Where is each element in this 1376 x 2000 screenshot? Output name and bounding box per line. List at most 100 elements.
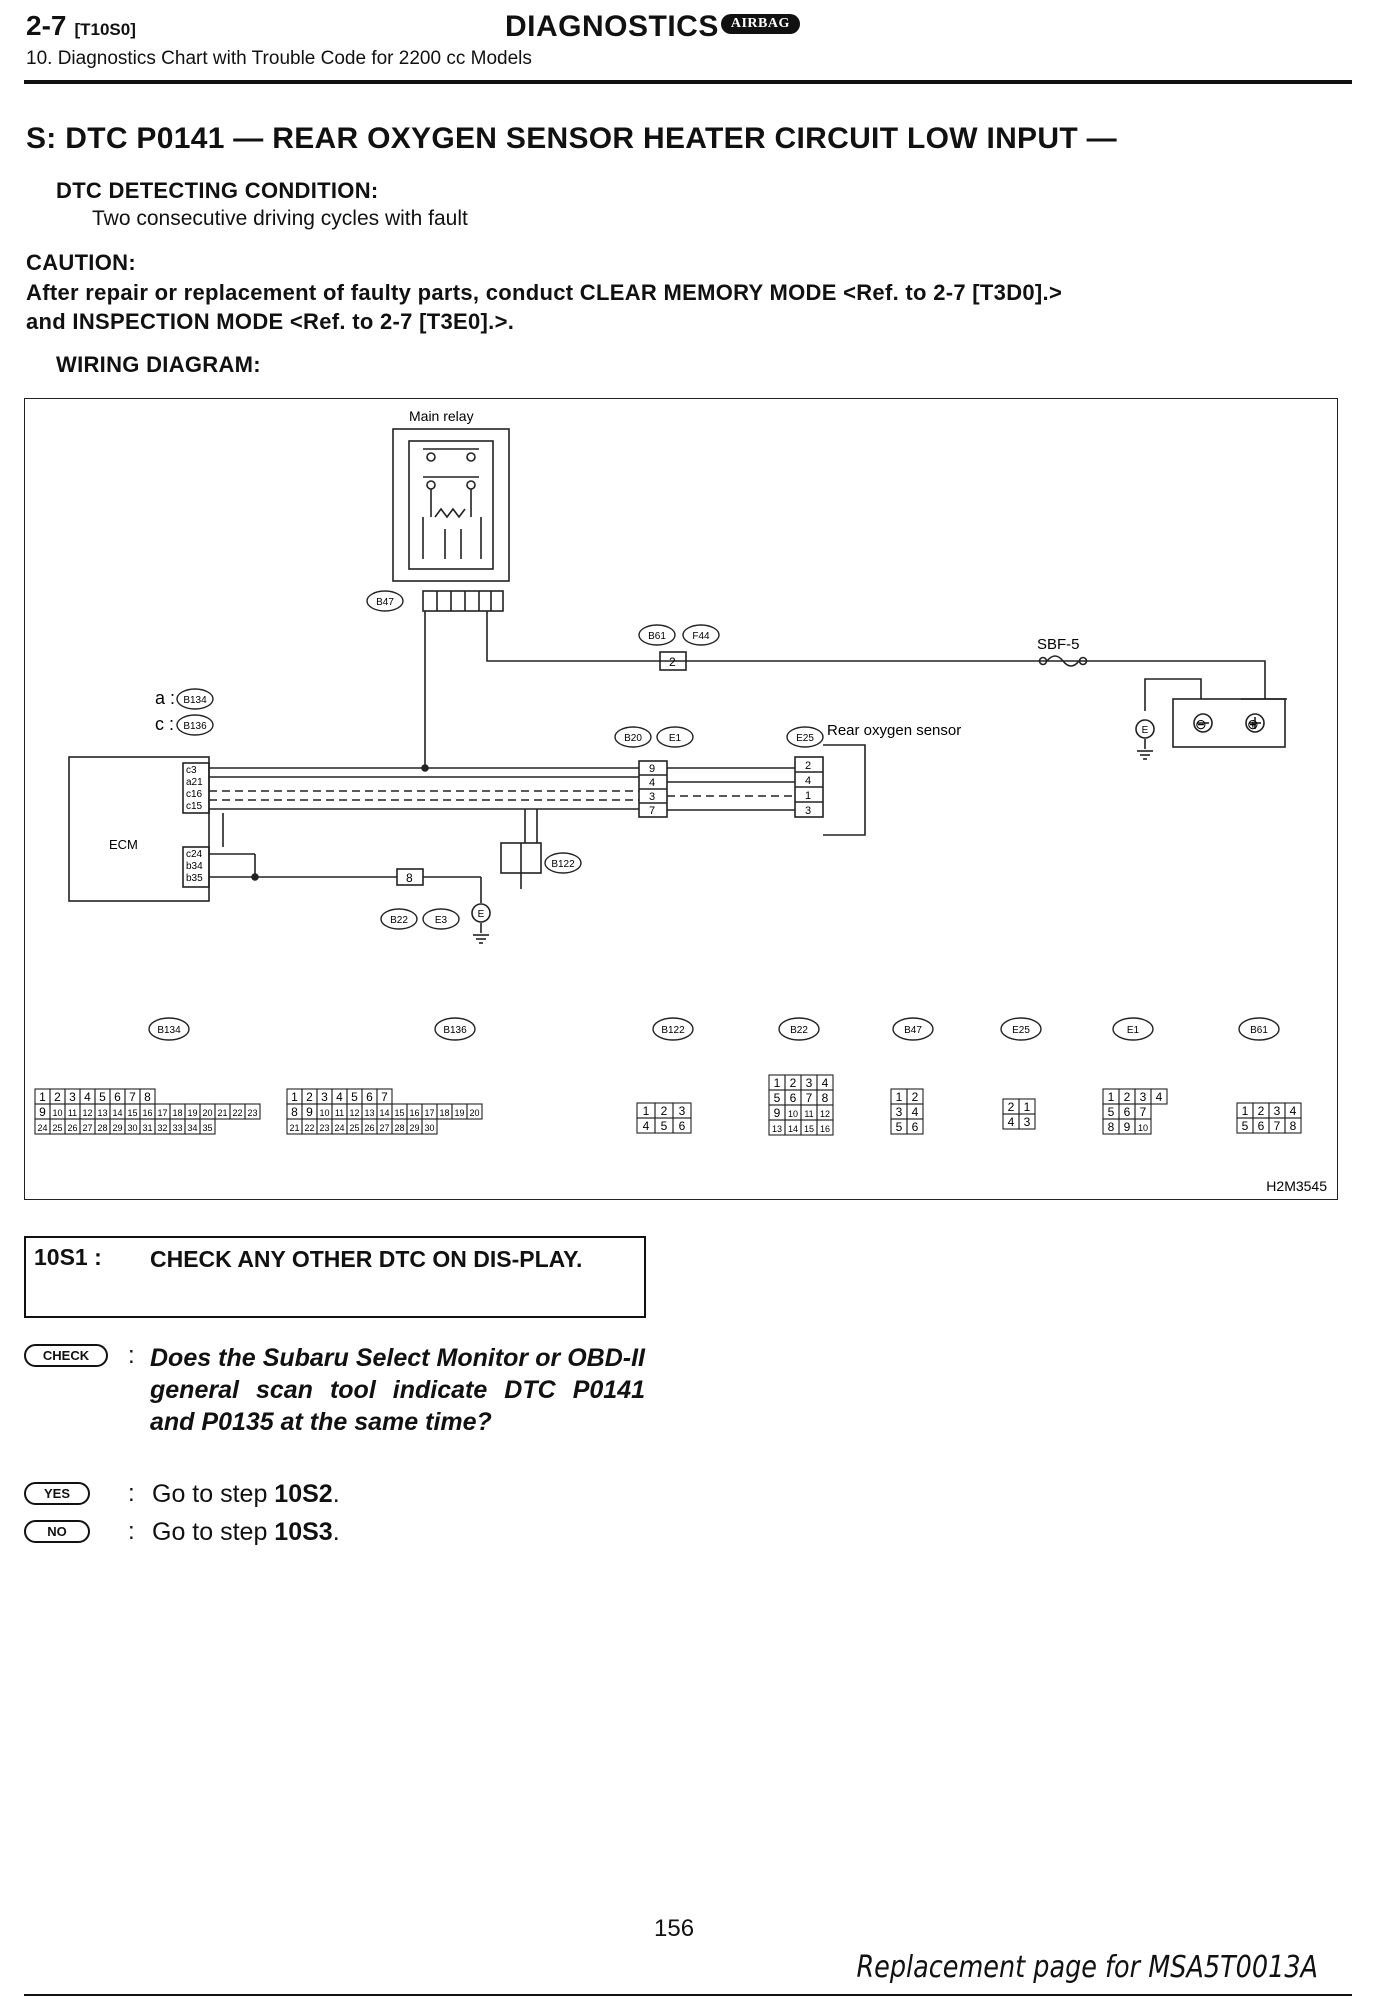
yes-step-link[interactable]: 10S2: [274, 1480, 333, 1508]
section-number: 2-7[T10S0]: [26, 10, 136, 41]
pin-label: 5: [1242, 1119, 1249, 1133]
pin-label: 29: [409, 1123, 419, 1133]
pin-label: 17: [157, 1108, 167, 1118]
page-number: 156: [654, 1915, 695, 1942]
svg-text:F44: F44: [692, 631, 710, 642]
svg-text:B61: B61: [1250, 1025, 1268, 1036]
pin-cell: [816, 1119, 834, 1136]
main-relay-box: [392, 428, 510, 582]
pin-label: 13: [772, 1124, 782, 1134]
pin-label: 2: [1124, 1090, 1131, 1104]
pin-label: 12: [349, 1108, 359, 1118]
b47-connector: [422, 590, 504, 612]
pin-label: 25: [52, 1123, 62, 1133]
wiring-diagram-svg: Main relay SBF-5 Rear oxygen sensor ECM …: [34, 408, 1327, 1194]
pin-label: 20: [202, 1108, 212, 1118]
pin-label: 18: [172, 1108, 182, 1118]
conn-a-label: a :: [155, 688, 175, 708]
no-step-link[interactable]: 10S3: [274, 1518, 333, 1546]
e25-pin: 4: [805, 775, 811, 787]
pin-label: 6: [1124, 1105, 1131, 1119]
yes-icon: YES: [24, 1482, 90, 1505]
pin-label: 7: [1274, 1119, 1281, 1133]
pin-label: 1: [1108, 1090, 1115, 1104]
pin-label: 7: [381, 1090, 388, 1104]
svg-text:E3: E3: [435, 915, 448, 926]
pin-label: 31: [142, 1123, 152, 1133]
pin-label: 9: [39, 1105, 46, 1119]
pin-label: 3: [321, 1090, 328, 1104]
pin-label: 1: [39, 1090, 46, 1104]
no-icon: NO: [24, 1520, 90, 1543]
pin-label: 2: [1258, 1104, 1265, 1118]
pin-label: 6: [366, 1090, 373, 1104]
pin-label: 34: [187, 1123, 197, 1133]
pin-label: 1: [774, 1076, 781, 1090]
pin-label: 11: [804, 1109, 813, 1119]
pin-label: 21: [289, 1123, 299, 1133]
pin-cell: [1018, 1113, 1036, 1130]
page-subtitle: 10. Diagnostics Chart with Trouble Code …: [26, 48, 532, 69]
pin-cell: [672, 1117, 692, 1134]
pin-cell: [466, 1103, 483, 1120]
no-answer: Go to step 10S3.: [152, 1518, 340, 1546]
pin-label: 6: [790, 1091, 797, 1105]
replacement-note: Replacement page for MSA5T0013A: [856, 1950, 1318, 1985]
view-tag-e25: E25: [1000, 1017, 1042, 1041]
view-tag-e1: E1: [1112, 1017, 1154, 1041]
pin-cell: [421, 1118, 438, 1135]
dtc-title: S: DTC P0141 — REAR OXYGEN SENSOR HEATER…: [26, 122, 1117, 155]
pin-label: 1: [643, 1104, 650, 1118]
tag-b20: B20: [614, 726, 652, 748]
pin-label: 7: [806, 1091, 813, 1105]
svg-text:B136: B136: [443, 1025, 467, 1036]
pin-label: 13: [364, 1108, 374, 1118]
pin-label: 14: [788, 1124, 798, 1134]
pin-label: 19: [454, 1108, 464, 1118]
svg-text:B61: B61: [648, 631, 666, 642]
pin-label: 2: [1008, 1100, 1015, 1114]
view-tag-b136: B136: [434, 1017, 476, 1041]
b20-pin: 9: [649, 763, 655, 775]
pin-label: 28: [394, 1123, 404, 1133]
pin-label: 25: [349, 1123, 359, 1133]
tag-e25: E25: [786, 726, 824, 748]
tag-e-battery: E: [1142, 725, 1149, 736]
pin-label: 2: [661, 1104, 668, 1118]
pin-label: 4: [336, 1090, 343, 1104]
condition-text: Two consecutive driving cycles with faul…: [92, 207, 468, 230]
wiring-diagram: Main relay SBF-5 Rear oxygen sensor ECM …: [24, 398, 1338, 1200]
pin-label: 15: [804, 1124, 814, 1134]
b20-pins: 9 4 3 7: [649, 763, 655, 817]
pin-label: 19: [187, 1108, 197, 1118]
yes-colon: :: [128, 1480, 135, 1507]
pin-label: 17: [424, 1108, 434, 1118]
pin-cell: [1150, 1088, 1168, 1105]
b20-pin: 7: [649, 805, 655, 817]
pin-label: 32: [157, 1123, 167, 1133]
step-box: 10S1 : CHECK ANY OTHER DTC ON DIS-PLAY.: [24, 1236, 646, 1318]
pin-label: 8: [144, 1090, 151, 1104]
pin-cell: [1284, 1117, 1302, 1134]
wiring-heading: WIRING DIAGRAM:: [56, 352, 261, 377]
footer-rule: [24, 1994, 1352, 1996]
tag-e1: E1: [656, 726, 694, 748]
caution-line-1: After repair or replacement of faulty pa…: [26, 280, 1063, 305]
svg-text:B47: B47: [904, 1025, 922, 1036]
rear-sensor-label: Rear oxygen sensor: [827, 722, 961, 739]
ecm-pin: b35: [186, 873, 203, 884]
pin-label: 2: [306, 1090, 313, 1104]
caution-heading: CAUTION:: [26, 250, 136, 275]
ecm-pin: a21: [186, 777, 203, 788]
pin-label: 26: [67, 1123, 77, 1133]
pin-label: 3: [1024, 1115, 1031, 1129]
e25-pins: 2 4 1 3: [805, 760, 811, 817]
pin-label: 9: [306, 1105, 313, 1119]
pin-cell: [906, 1118, 924, 1135]
step-title: CHECK ANY OTHER DTC ON DIS-PLAY.: [150, 1246, 583, 1272]
